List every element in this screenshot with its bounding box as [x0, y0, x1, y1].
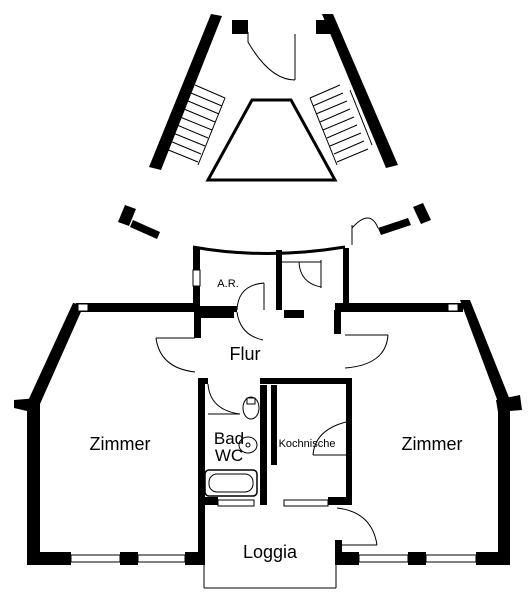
stairwell-top-right-jamb: [316, 20, 332, 34]
door-swing-kitchen: [312, 421, 347, 456]
outer-wall-left-slant: [27, 303, 84, 404]
window-right-a: [358, 554, 409, 563]
stair-handrail-right: [349, 89, 373, 146]
door-swing-right-room: [344, 334, 389, 369]
washbasin: [238, 436, 258, 454]
window-left-b: [137, 554, 186, 563]
storage-door-swing: [236, 282, 265, 311]
stairwell-top-left-jamb: [232, 20, 248, 34]
stairwell-right-wall: [322, 14, 398, 168]
loggia-railing: [203, 565, 337, 589]
bath-left-wall: [198, 378, 205, 505]
stair-flight-left: [165, 84, 226, 166]
gallery-right-wall: [413, 203, 431, 224]
outer-wall-left: [27, 400, 40, 565]
door-swing-bath: [207, 383, 241, 415]
outer-wall-right: [498, 400, 510, 565]
outer-wall-bottom-left-a: [27, 552, 71, 565]
hall-right-partition: [334, 310, 341, 334]
outer-wall-bottom-right-b: [408, 552, 426, 565]
label-room-right: Zimmer: [402, 434, 463, 454]
bath-bottom-wall: [198, 497, 218, 505]
toilet-tank: [246, 397, 256, 405]
gallery-left-wall: [118, 205, 136, 226]
door-swing-left-room: [155, 337, 196, 373]
label-bath: Bad: [214, 429, 244, 448]
outer-wall-top-left: [76, 303, 194, 312]
entry-right-jamb: [343, 248, 349, 310]
access-gallery: [118, 203, 431, 245]
kitchen-right-wall: [346, 378, 352, 505]
loggia-right-stub: [335, 540, 342, 565]
window-bath: [217, 499, 255, 507]
stair-flight-right: [309, 84, 369, 166]
outer-wall-top-mid: [194, 310, 234, 318]
kitchen-partition: [271, 385, 277, 465]
window-left-a: [70, 554, 121, 563]
doors: [155, 311, 389, 546]
outer-wall-bottom-right-c: [476, 552, 510, 565]
gallery-door-swing: [351, 217, 379, 229]
loggia-left-stub: [198, 505, 205, 565]
label-wc: WC: [215, 446, 243, 465]
bathtub: [204, 469, 258, 497]
washbasin-drain: [245, 442, 251, 448]
window-kitchen: [283, 499, 329, 507]
stairwell: [149, 14, 398, 182]
window-top-right: [447, 303, 459, 312]
kitchen-bottom-wall: [328, 497, 352, 505]
window-storage: [192, 269, 201, 287]
window-right-b: [425, 554, 477, 563]
bath-top-wall: [198, 378, 208, 384]
storage-bottom-wall-left: [193, 306, 237, 312]
bath-right-wall: [260, 385, 267, 505]
outer-wall-right-slant: [460, 300, 510, 402]
bath-kitchen-top-wall: [260, 378, 350, 384]
label-kitchenette: Kochnische: [279, 438, 336, 450]
label-storage: A.R.: [217, 278, 238, 290]
windows: [70, 269, 477, 563]
storage-right-wall: [276, 250, 282, 310]
label-room-left: Zimmer: [90, 434, 151, 454]
fixtures: [204, 396, 260, 497]
door-swing-loggia: [336, 507, 378, 546]
window-top-left: [77, 303, 89, 312]
toilet: [242, 396, 260, 420]
hall-left-partition: [194, 318, 201, 338]
entry-door-swing: [298, 261, 322, 288]
entrance-curved-wall: [192, 245, 346, 255]
gallery-left-stub: [130, 220, 160, 239]
stairwell-entry-door-swing: [247, 32, 296, 81]
gallery-right-stub: [378, 218, 411, 235]
label-loggia: Loggia: [243, 542, 298, 562]
stair-eye: [205, 98, 338, 182]
outer-wall-bottom-left-b: [120, 552, 138, 565]
door-swing-hall: [236, 311, 264, 341]
outer-wall-top-right: [335, 303, 463, 312]
stair-handrail-left: [161, 89, 184, 146]
interior-walls: [194, 310, 352, 505]
label-hall: Flur: [230, 344, 261, 364]
outer-walls: [14, 300, 522, 565]
bathtub-inner: [208, 473, 254, 493]
outer-wall-top-mid2: [284, 310, 304, 318]
